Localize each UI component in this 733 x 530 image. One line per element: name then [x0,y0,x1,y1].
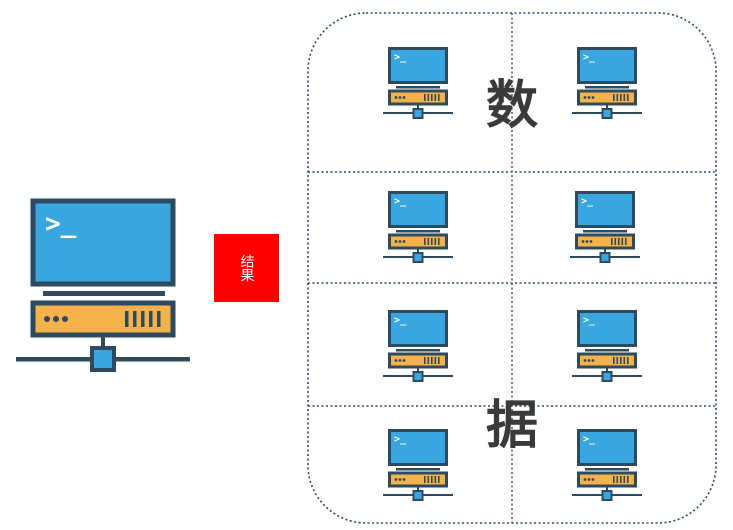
node-server-icon [570,429,644,502]
node-server-icon [381,310,455,383]
main-server-icon: >_ [16,198,190,372]
result-box: 结果 [214,234,279,302]
svg-text:>_: >_ [45,209,77,239]
node-server-icon [381,47,455,120]
node-server-icon [570,310,644,383]
node-server-icon [381,429,455,502]
node-server-icon [568,191,642,264]
node-server-icon [570,47,644,120]
result-label: 结果 [238,254,255,282]
cluster-container [307,12,717,524]
cluster-label-top: 数 [486,75,539,136]
node-server-icon [381,191,455,264]
cluster-label-bottom: 据 [486,395,539,456]
